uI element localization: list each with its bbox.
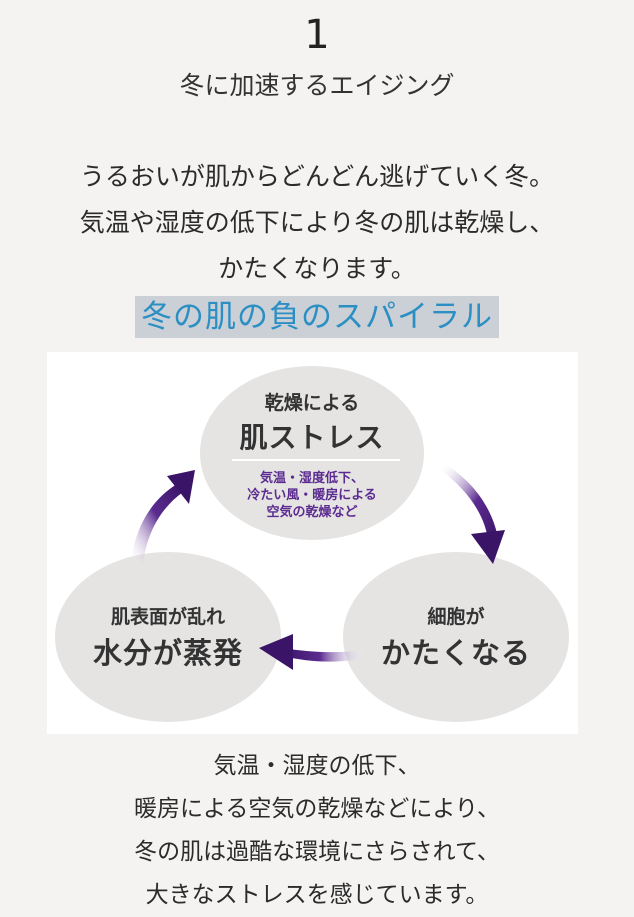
section-subtitle: 冬に加速するエイジング xyxy=(179,71,455,100)
harden-circle-small-label: 細胞が xyxy=(427,606,485,628)
harden-circle: 細胞が かたくなる xyxy=(343,552,569,722)
evaporate-circle: 肌表面が乱れ 水分が蒸発 xyxy=(55,552,281,722)
intro-line-2: 気温や湿度の低下により冬の肌は乾燥し、 xyxy=(79,208,555,237)
stress-circle-divider xyxy=(232,459,400,461)
stress-circle: 乾燥による 肌ストレス 気温・湿度低下、 冷たい風・暖房による 空気の乾燥など xyxy=(200,366,424,540)
footer-line-3: 冬の肌は過酷な環境にさらされて、 xyxy=(134,839,500,865)
footer-line-4: 大きなストレスを感じています。 xyxy=(145,882,489,908)
section-number: 1 xyxy=(304,12,330,58)
stress-note-line-1: 気温・湿度低下、 xyxy=(259,471,364,486)
evaporate-circle-small-label: 肌表面が乱れ xyxy=(110,606,225,628)
banner-wrapper: 冬の肌の負のスパイラル xyxy=(0,296,634,338)
spiral-banner: 冬の肌の負のスパイラル xyxy=(135,296,499,338)
harden-circle-big-label: かたくなる xyxy=(380,636,531,670)
footer-line-2: 暖房による空気の乾燥などにより、 xyxy=(134,796,500,822)
spiral-arrows xyxy=(131,464,505,670)
spiral-diagram: 乾燥による 肌ストレス 気温・湿度低下、 冷たい風・暖房による 空気の乾燥など … xyxy=(47,352,578,734)
curved-arrow-icon xyxy=(259,634,365,670)
stress-note-line-3: 空気の乾燥など xyxy=(266,505,358,520)
intro-text: うるおいが肌からどんどん逃げていく冬。 気温や湿度の低下により冬の肌は乾燥し、 … xyxy=(0,154,634,292)
stress-note-line-2: 冷たい風・暖房による xyxy=(247,488,377,503)
stress-circle-small-label: 乾燥による xyxy=(264,392,360,414)
intro-line-1: うるおいが肌からどんどん逃げていく冬。 xyxy=(79,162,555,191)
curved-arrow-icon xyxy=(440,464,505,564)
footer-line-1: 気温・湿度の低下、 xyxy=(213,753,421,779)
footer-text: 気温・湿度の低下、 暖房による空気の乾燥などにより、 冬の肌は過酷な環境にさらさ… xyxy=(0,745,634,917)
stress-circle-big-label: 肌ストレス xyxy=(239,421,385,454)
intro-line-3: かたくなります。 xyxy=(218,254,416,283)
evaporate-circle-big-label: 水分が蒸発 xyxy=(92,636,243,670)
stress-circle-note: 気温・湿度低下、 冷たい風・暖房による 空気の乾燥など xyxy=(200,470,424,521)
curved-arrow-icon xyxy=(131,470,195,564)
